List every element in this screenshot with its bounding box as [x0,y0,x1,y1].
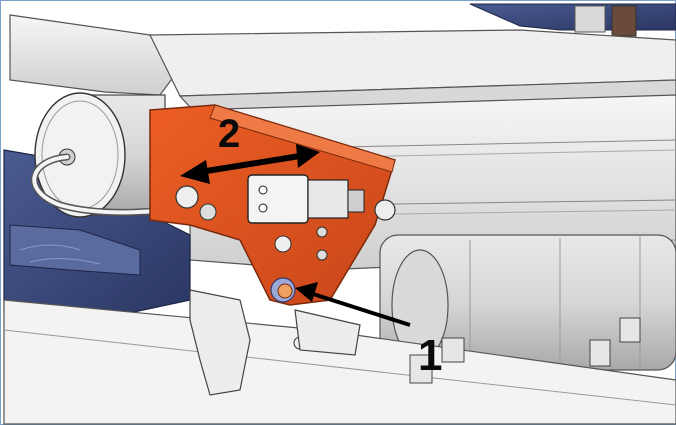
lower-bracket-arm [189,289,361,396]
double-arrow-icon [180,144,320,184]
washer-highlight [277,283,293,299]
lower-cylinder [379,234,676,371]
top-blue-part [469,3,676,37]
valve-fittings [409,317,641,384]
sensor-cylinder [34,92,166,218]
callout-2: 2 [218,112,240,156]
pointer-arrow-icon [295,282,411,327]
callout-1: 1 [418,331,442,380]
lower-floor-beam [3,299,676,425]
connector-plug [247,174,365,224]
